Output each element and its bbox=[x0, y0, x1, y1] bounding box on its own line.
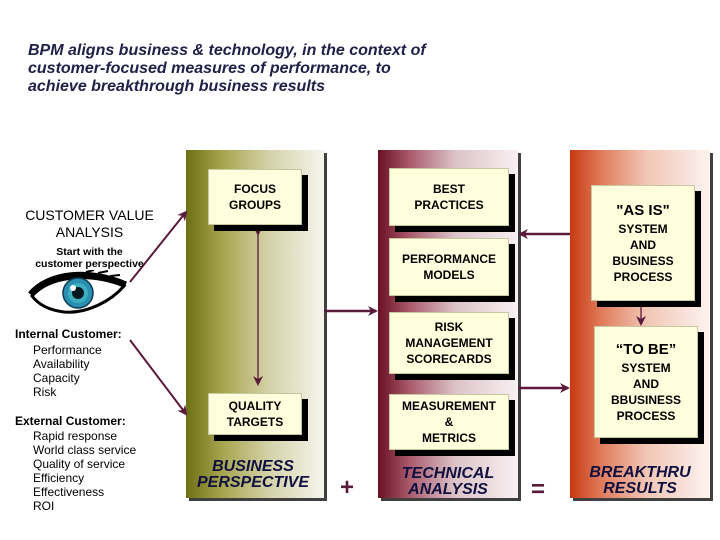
technical-label-line-1: TECHNICAL bbox=[401, 465, 495, 482]
breakthru-results-label: BREAKTHRU RESULTS bbox=[570, 465, 710, 497]
eye-icon bbox=[28, 270, 128, 314]
external-item-effectiveness: Effectiveness bbox=[33, 485, 105, 499]
external-item-roi: ROI bbox=[33, 499, 55, 513]
plus-operator: + bbox=[340, 474, 355, 501]
risk-management-box: RISK MANAGEMENT SCORECARDS bbox=[389, 312, 509, 374]
cva-sub-line-2: customer perspective bbox=[35, 258, 144, 270]
best-practices-line-2: PRACTICES bbox=[414, 198, 484, 212]
performance-models-line-2: MODELS bbox=[423, 268, 475, 282]
measurement-line-3: METRICS bbox=[422, 431, 476, 445]
to-be-line-4: BBUSINESS bbox=[610, 393, 681, 407]
measurement-metrics-box: MEASUREMENT & METRICS bbox=[389, 394, 509, 450]
best-practices-box: BEST PRACTICES bbox=[389, 168, 509, 226]
quality-targets-line-1: QUALITY bbox=[228, 399, 282, 413]
internal-item-availability: Availability bbox=[33, 357, 90, 371]
to-be-line-3: AND bbox=[633, 377, 659, 391]
title-line-2: customer-focused measures of performance… bbox=[28, 60, 391, 77]
breakthru-label-line-2: RESULTS bbox=[603, 480, 677, 497]
risk-management-line-1: RISK bbox=[434, 320, 464, 334]
equals-operator: = bbox=[531, 476, 546, 503]
risk-management-line-3: SCORECARDS bbox=[406, 352, 492, 366]
focus-groups-box: FOCUS GROUPS bbox=[208, 169, 302, 225]
external-item-world-class-service: World class service bbox=[33, 443, 137, 457]
performance-models-line-1: PERFORMANCE bbox=[401, 252, 496, 266]
external-customer-heading: External Customer: bbox=[15, 414, 126, 428]
measurement-line-2: & bbox=[444, 415, 454, 429]
breakthru-label-line-1: BREAKTHRU bbox=[589, 464, 691, 481]
as-is-line-1: "AS IS" bbox=[616, 202, 670, 219]
cva-sub-line-1: Start with the bbox=[56, 246, 123, 258]
internal-item-risk: Risk bbox=[33, 385, 57, 399]
arrow-to-focus-groups bbox=[129, 210, 188, 283]
customer-perspective-subtitle: Start with the customer perspective bbox=[12, 246, 167, 270]
external-item-rapid-response: Rapid response bbox=[33, 429, 118, 443]
internal-item-performance: Performance bbox=[33, 343, 102, 357]
as-is-line-3: AND bbox=[630, 238, 656, 252]
internal-item-capacity: Capacity bbox=[33, 371, 80, 385]
internal-customer-heading: Internal Customer: bbox=[15, 327, 122, 341]
focus-groups-line-2: GROUPS bbox=[228, 198, 281, 212]
page-title: BPM aligns business & technology, in the… bbox=[28, 42, 548, 96]
customer-value-analysis-heading: CUSTOMER VALUE ANALYSIS bbox=[12, 207, 167, 241]
performance-models-box: PERFORMANCE MODELS bbox=[389, 238, 509, 296]
focus-groups-line-1: FOCUS bbox=[234, 182, 276, 196]
as-is-line-2: SYSTEM bbox=[618, 222, 668, 236]
as-is-line-4: BUSINESS bbox=[612, 254, 674, 268]
title-line-3: achieve breakthrough business results bbox=[28, 78, 325, 95]
cva-line-1: CUSTOMER VALUE bbox=[25, 207, 154, 223]
to-be-line-5: PROCESS bbox=[616, 409, 676, 423]
to-be-process-box: “TO BE” SYSTEM AND BBUSINESS PROCESS bbox=[594, 326, 698, 438]
business-perspective-label: BUSINESS PERSPECTIVE bbox=[186, 459, 320, 491]
best-practices-line-1: BEST bbox=[432, 182, 465, 196]
cva-line-2: ANALYSIS bbox=[55, 224, 124, 240]
title-line-1: BPM aligns business & technology, in the… bbox=[28, 42, 426, 59]
measurement-line-1: MEASUREMENT bbox=[401, 399, 496, 413]
quality-targets-box: QUALITY TARGETS bbox=[208, 393, 302, 435]
to-be-line-2: SYSTEM bbox=[621, 361, 671, 375]
technical-analysis-label: TECHNICAL ANALYSIS bbox=[378, 466, 518, 498]
quality-targets-line-2: TARGETS bbox=[226, 415, 284, 429]
risk-management-line-2: MANAGEMENT bbox=[405, 336, 493, 350]
external-item-quality-of-service: Quality of service bbox=[33, 457, 126, 471]
technical-label-line-2: ANALYSIS bbox=[408, 481, 488, 498]
as-is-line-5: PROCESS bbox=[613, 270, 673, 284]
to-be-line-1: “TO BE” bbox=[615, 341, 677, 358]
as-is-process-box: "AS IS" SYSTEM AND BUSINESS PROCESS bbox=[591, 185, 695, 301]
business-label-line-2: PERSPECTIVE bbox=[196, 474, 310, 491]
arrow-to-quality-targets bbox=[129, 339, 188, 416]
business-label-line-1: BUSINESS bbox=[212, 458, 294, 475]
external-item-efficiency: Efficiency bbox=[33, 471, 85, 485]
